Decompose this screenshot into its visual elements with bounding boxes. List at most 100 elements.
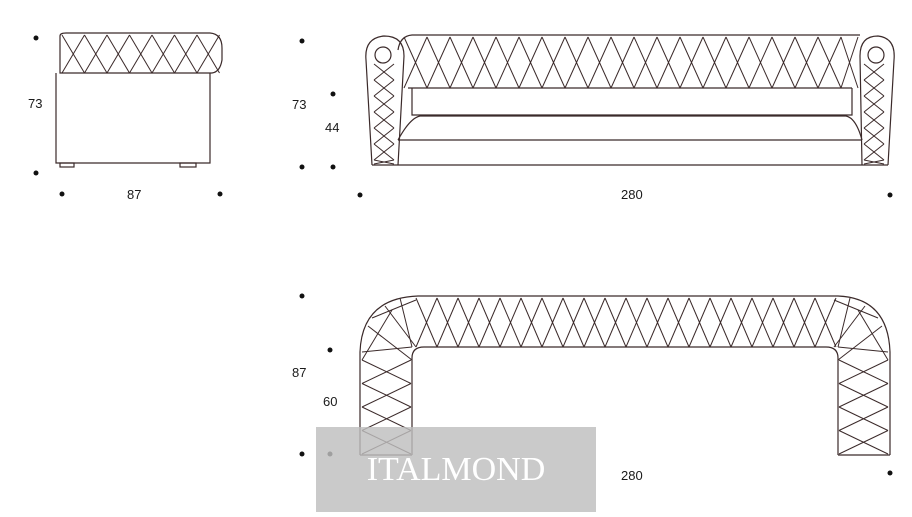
tuft-line	[373, 111, 395, 129]
sofa-height-label: 73	[292, 97, 307, 112]
tuft-line	[793, 297, 816, 348]
armchair-tufting-pattern	[61, 34, 220, 74]
tuft-line	[106, 34, 130, 74]
sofa-width-label: 280	[621, 187, 643, 202]
tuft-line	[817, 36, 842, 89]
marker-dot	[330, 164, 336, 170]
tuft-line	[373, 95, 395, 113]
tuft-line	[772, 297, 795, 348]
tuft-line	[495, 36, 520, 89]
armchair-foot-left	[59, 162, 75, 168]
sofa-left-arm-scroll	[374, 46, 392, 64]
tuft-line	[730, 297, 753, 348]
tuft-line	[838, 406, 889, 431]
tuft-line	[361, 346, 413, 353]
armchair-front-view	[55, 32, 223, 168]
sofa-seat-cushion	[397, 115, 863, 141]
tuft-line	[656, 36, 681, 89]
armchair-height-label: 73	[28, 96, 43, 111]
tuft-line	[688, 297, 711, 348]
armchair-width-label: 87	[127, 187, 142, 202]
tuft-line	[837, 325, 883, 361]
tuft-line	[84, 34, 108, 74]
marker-dot	[887, 470, 893, 476]
tuft-line	[129, 34, 153, 74]
tuft-line	[426, 36, 451, 89]
tuft-line	[361, 383, 412, 408]
tuft-line	[373, 159, 395, 165]
tuft-line	[361, 309, 393, 361]
dimension-markers	[33, 35, 893, 476]
tuft-line	[837, 346, 889, 353]
tuft-line	[863, 127, 885, 145]
tuft-line	[61, 34, 85, 74]
tuft-line	[499, 297, 522, 348]
tuft-line	[457, 297, 480, 348]
sofa-front-view	[365, 34, 895, 166]
tuft-line	[838, 383, 889, 408]
watermark-text: ITALMOND	[366, 451, 546, 488]
marker-dot	[59, 191, 65, 197]
sofa-seat-back	[411, 88, 853, 116]
tuft-line	[863, 111, 885, 129]
tuft-line	[587, 36, 612, 89]
sofa-backrest-tufting	[403, 36, 859, 89]
tuft-line	[449, 36, 474, 89]
italmond-logo-icon: ITALMOND	[316, 427, 596, 512]
tuft-line	[857, 309, 889, 361]
tuft-line	[667, 297, 690, 348]
tuft-line	[373, 63, 395, 81]
tuft-line	[863, 143, 885, 161]
marker-dot	[299, 451, 305, 457]
sofa-left-arm	[365, 35, 405, 166]
sofa-right-arm	[859, 35, 895, 166]
marker-dot	[299, 293, 305, 299]
tuft-line	[610, 36, 635, 89]
sofa-backrest-top	[397, 34, 860, 51]
tuft-line	[833, 299, 879, 319]
tuft-line	[709, 297, 732, 348]
marker-dot	[299, 38, 305, 44]
tuft-line	[367, 325, 413, 361]
sofa-left-arm-tufting	[373, 63, 395, 165]
tuft-line	[361, 359, 412, 384]
sofa-seat-depth-label: 60	[323, 394, 338, 409]
armchair-body-outline	[55, 73, 211, 164]
tuft-line	[541, 36, 566, 89]
tuft-line	[702, 36, 727, 89]
sofa-top-outer-outline	[359, 295, 891, 455]
marker-dot	[217, 191, 223, 197]
tuft-line	[151, 34, 175, 74]
tuft-line	[840, 36, 859, 89]
tuft-line	[725, 36, 750, 89]
tuft-line	[373, 143, 395, 161]
sofa-top-right-arm-tufting	[838, 359, 889, 455]
tuft-line	[403, 36, 428, 89]
sofa-top-width-label: 280	[621, 468, 643, 483]
tuft-line	[863, 159, 885, 165]
tuft-line	[748, 36, 773, 89]
tuft-line	[633, 36, 658, 89]
tuft-line	[174, 34, 198, 74]
marker-dot	[33, 35, 39, 41]
tuft-line	[863, 79, 885, 97]
tuft-line	[646, 297, 669, 348]
tuft-line	[436, 297, 459, 348]
tuft-line	[564, 36, 589, 89]
tuft-line	[863, 95, 885, 113]
tuft-line	[625, 297, 648, 348]
tuft-line	[814, 297, 837, 348]
sofa-depth-label: 87	[292, 365, 307, 380]
tuft-line	[562, 297, 585, 348]
sofa-seat-height-label: 44	[325, 120, 340, 135]
tuft-line	[583, 297, 606, 348]
tuft-line	[751, 297, 774, 348]
marker-dot	[33, 170, 39, 176]
marker-dot	[887, 192, 893, 198]
tuft-line	[361, 406, 412, 431]
tuft-line	[604, 297, 627, 348]
sofa-top-corner-tufting	[361, 297, 889, 361]
tuft-line	[478, 297, 501, 348]
tuft-line	[518, 36, 543, 89]
